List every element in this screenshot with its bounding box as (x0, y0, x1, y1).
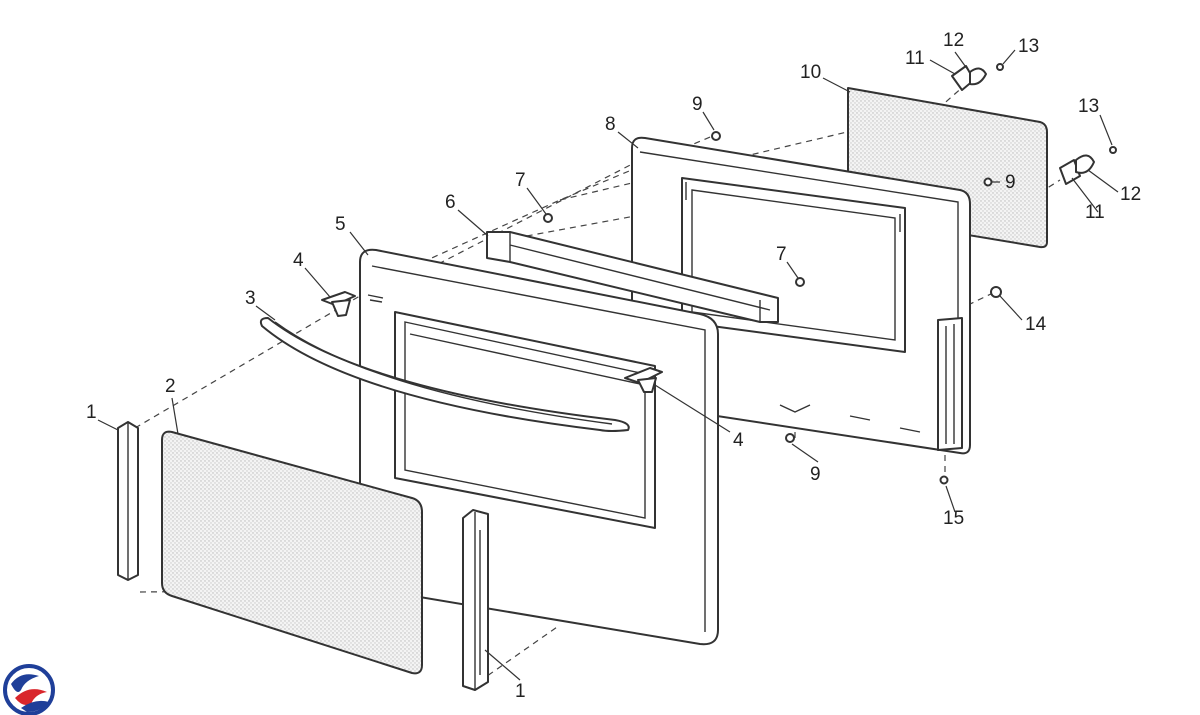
callout-5: 5 (335, 214, 346, 235)
handle-bracket-right (624, 367, 663, 393)
door-handle (259, 317, 630, 432)
callout-1-right: 1 (515, 681, 526, 702)
callout-4-left: 4 (293, 250, 304, 271)
callout-1-left: 1 (86, 402, 97, 423)
callout-11-top: 11 (905, 48, 925, 69)
brand-swirl-logo (3, 664, 55, 715)
callout-14: 14 (1025, 314, 1047, 335)
callout-13-right: 13 (1078, 96, 1099, 117)
callout-7-lower: 7 (776, 244, 787, 265)
hardware-screws (543, 63, 1117, 485)
callout-9-right: 9 (1005, 172, 1016, 193)
handle-bracket-left (321, 291, 356, 317)
callout-7-upper: 7 (515, 170, 526, 191)
callout-9-top: 9 (692, 94, 703, 115)
callout-6: 6 (445, 192, 456, 213)
callout-12-top: 12 (943, 30, 964, 51)
callout-12-bottom: 12 (1120, 184, 1141, 205)
callout-15: 15 (943, 508, 964, 529)
door-brace-bar (486, 231, 779, 323)
leader-lines (97, 49, 1119, 681)
left-side-trim (117, 421, 139, 581)
callout-2: 2 (165, 376, 176, 397)
callout-11-bottom: 11 (1085, 202, 1105, 223)
callout-3: 3 (245, 288, 256, 309)
callout-labels: 1 1 2 3 4 4 5 6 7 7 8 9 9 9 10 11 11 12 … (86, 30, 1141, 702)
right-side-trim (462, 509, 489, 691)
callout-9-bottom: 9 (810, 464, 821, 485)
outer-glass-panel (161, 430, 423, 675)
glass-clips (951, 65, 1095, 185)
callout-8: 8 (605, 114, 616, 135)
callout-10: 10 (800, 62, 821, 83)
callout-13-top: 13 (1018, 36, 1039, 57)
callout-4-right: 4 (733, 430, 744, 451)
